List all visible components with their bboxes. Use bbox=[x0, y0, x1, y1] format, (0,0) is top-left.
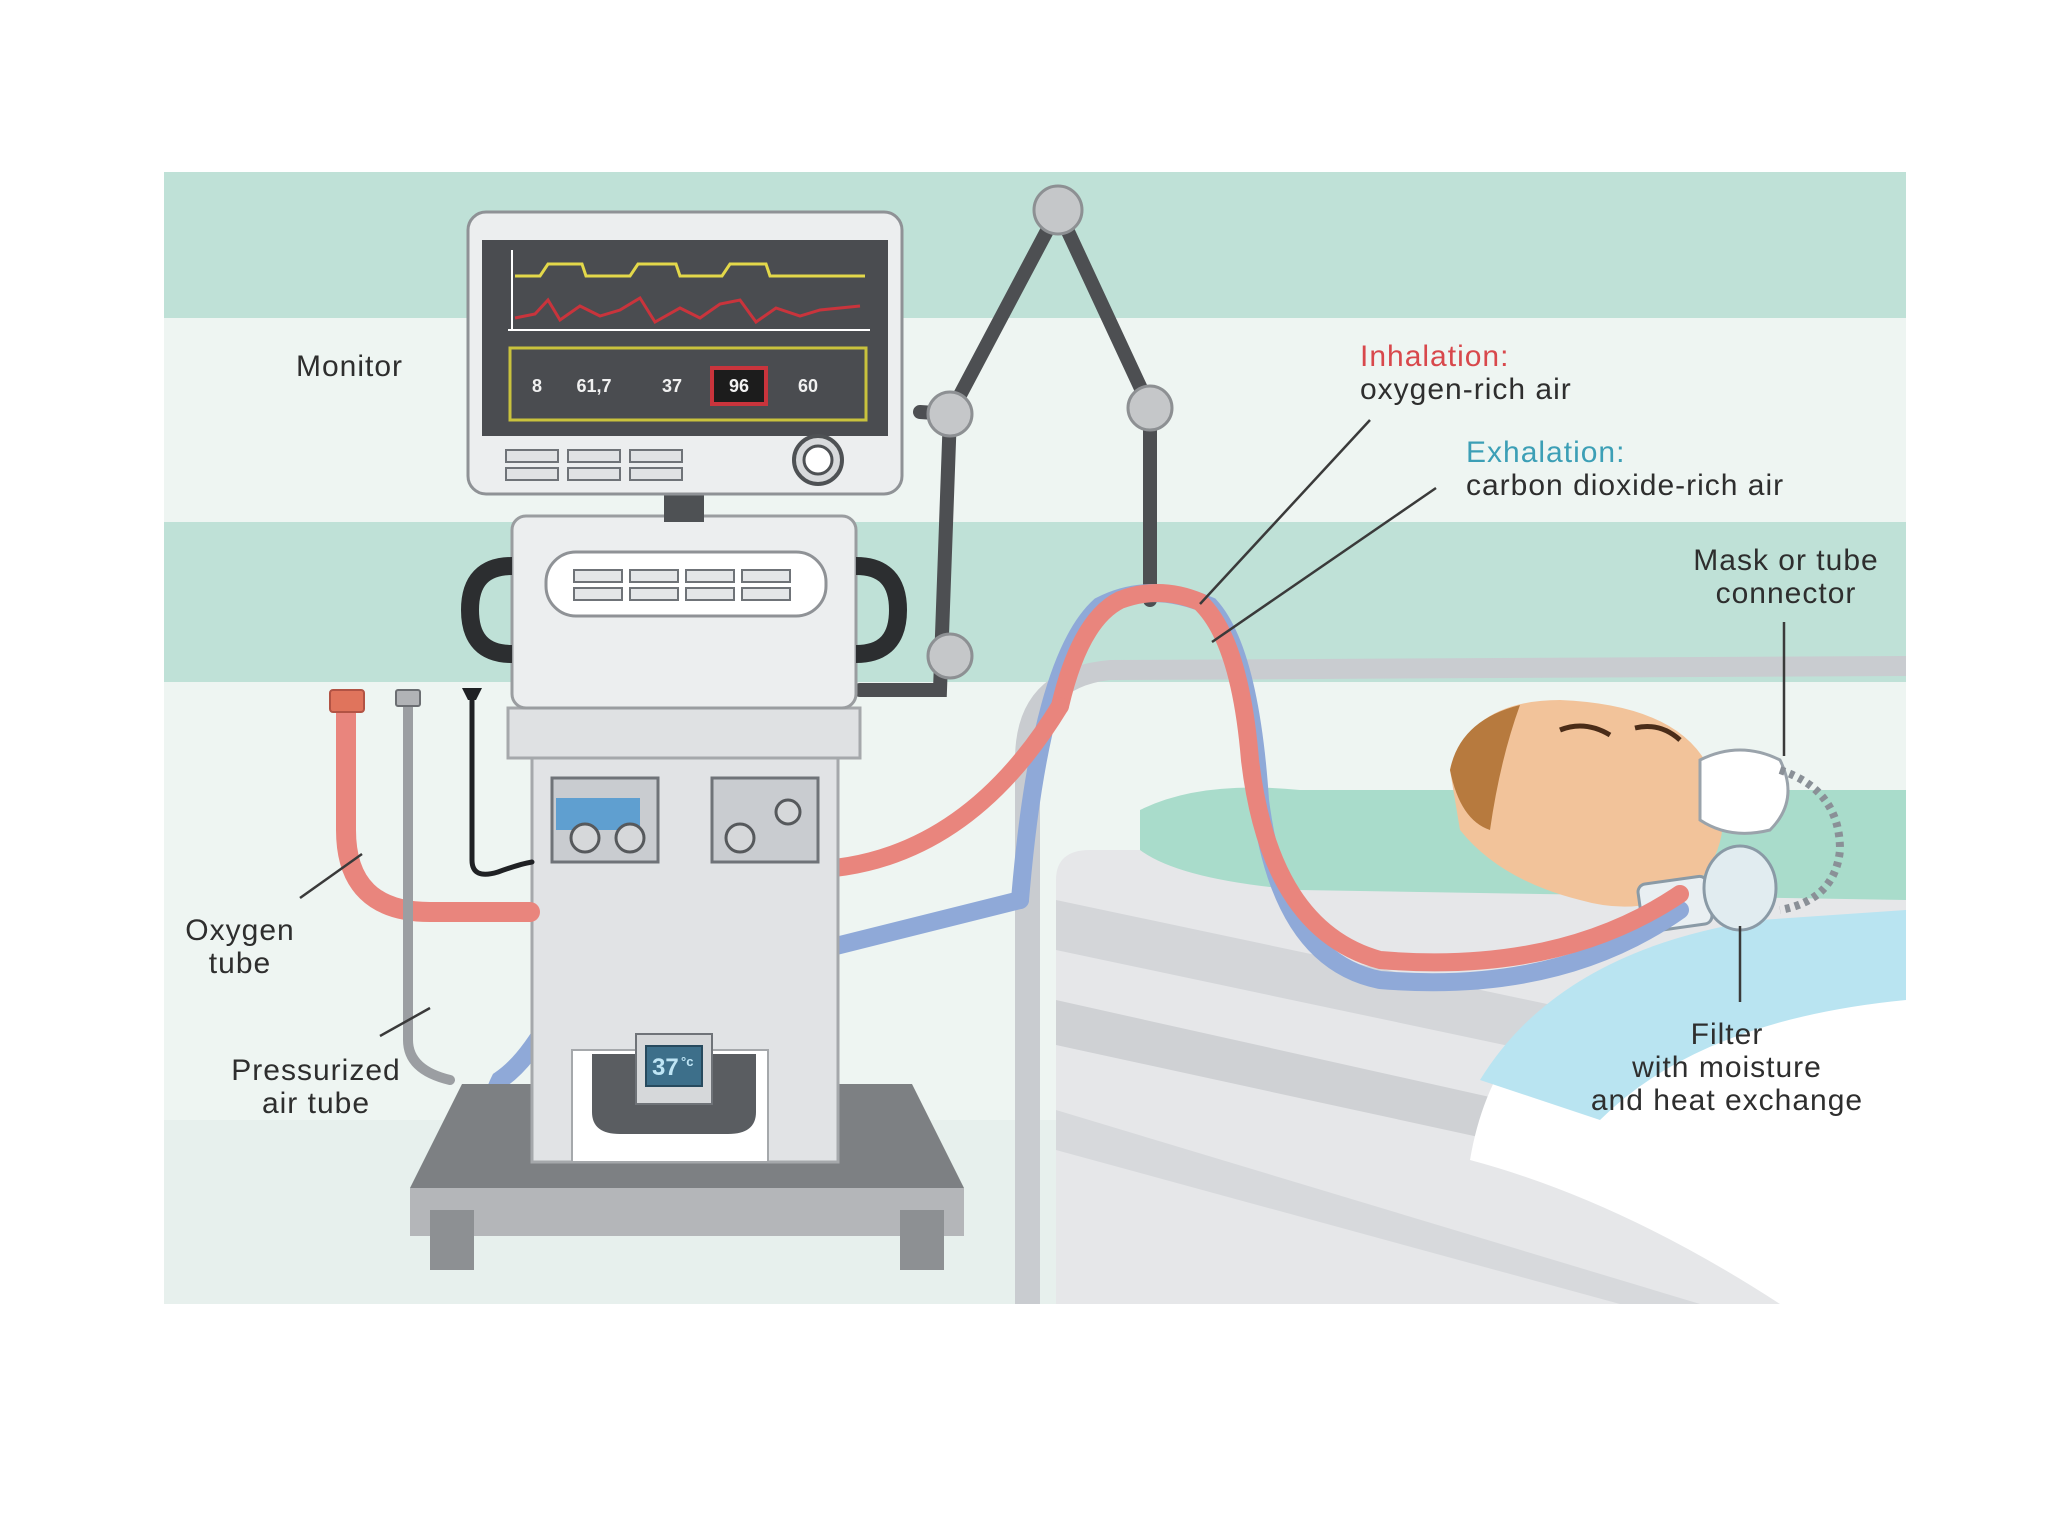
monitor-reading-highlight: 96 bbox=[729, 376, 749, 396]
monitor-waveform-red bbox=[514, 295, 861, 325]
pressurized-air-tube-label: Pressurized air tube bbox=[196, 1054, 436, 1120]
tube-connectors bbox=[329, 688, 482, 713]
filter-line-3: and heat exchange bbox=[1590, 1084, 1864, 1117]
filter-line-2: with moisture bbox=[1632, 1051, 1822, 1084]
ventilator-machine bbox=[410, 492, 964, 1270]
exhalation-title: Exhalation: bbox=[1466, 436, 1626, 469]
arm-joints bbox=[926, 184, 1174, 680]
exhalation-description: carbon dioxide-rich air bbox=[1466, 469, 1785, 502]
filter-line-1: Filter bbox=[1690, 1018, 1764, 1051]
monitor-waveform-yellow bbox=[515, 262, 865, 278]
inhalation-label: Inhalation: oxygen-rich air bbox=[1360, 340, 1572, 406]
monitor-reading: 37 bbox=[662, 376, 682, 396]
pressurized-air-line-2: air tube bbox=[261, 1087, 371, 1120]
supply-tubes bbox=[336, 692, 540, 1085]
humidifier-temp: 37 bbox=[652, 1054, 679, 1081]
filter-label: Filter with moisture and heat exchange bbox=[1532, 1018, 1922, 1117]
monitor-readings: 8 61,7 37 96 60 bbox=[532, 376, 818, 396]
monitor-reading: 61,7 bbox=[576, 376, 611, 396]
leader-lines bbox=[299, 419, 1786, 1038]
monitor-label: Monitor bbox=[296, 350, 404, 383]
oxygen-tube-label: Oxygen tube bbox=[160, 914, 320, 980]
inhalation-title: Inhalation: bbox=[1360, 340, 1510, 373]
monitor-reading: 60 bbox=[798, 376, 818, 396]
mask-connector-line-2: connector bbox=[1715, 577, 1857, 610]
mask-connector-label: Mask or tube connector bbox=[1656, 544, 1916, 610]
exhalation-label: Exhalation: carbon dioxide-rich air bbox=[1466, 436, 1784, 502]
humidifier-unit: °c bbox=[681, 1054, 693, 1069]
oxygen-tube-line-2: tube bbox=[208, 947, 272, 980]
mask-connector-line-1: Mask or tube bbox=[1693, 544, 1879, 577]
pressurized-air-line-1: Pressurized bbox=[231, 1054, 401, 1087]
humidifier-display: 37 °c bbox=[652, 1054, 693, 1081]
oxygen-tube-line-1: Oxygen bbox=[185, 914, 295, 947]
monitor-reading: 8 bbox=[532, 376, 542, 396]
monitor: 8 61,7 37 96 60 bbox=[466, 210, 904, 496]
inhalation-description: oxygen-rich air bbox=[1360, 373, 1572, 406]
